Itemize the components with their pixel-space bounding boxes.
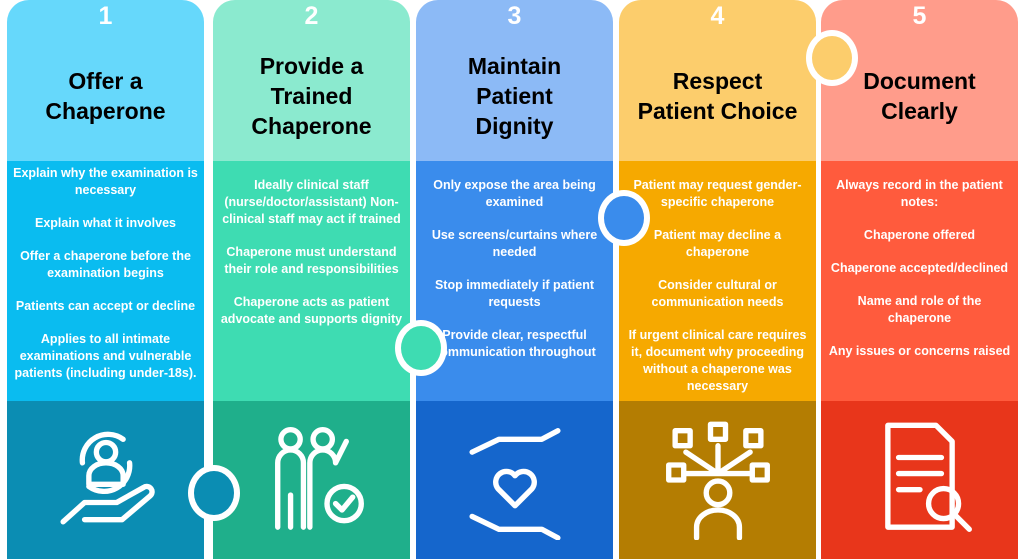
step-icon-panel <box>821 401 1018 559</box>
step-number: 3 <box>507 2 522 30</box>
hand-person-cycle-icon <box>59 431 155 525</box>
two-people-check-icon <box>274 426 364 530</box>
step-column-4: 4 Respect Patient Choice Patient may req… <box>619 0 816 559</box>
step-point: Only expose the area being examined <box>433 178 596 209</box>
step-number: 4 <box>710 2 725 30</box>
step-point: Explain why the examination is necessary <box>13 166 198 197</box>
step-point: Chaperone accepted/declined <box>830 261 1009 275</box>
step-icon-panel <box>7 401 204 559</box>
step-point: Patient may request gender-specific chap… <box>633 178 802 209</box>
step-point: Name and role of the chaperone <box>857 294 982 325</box>
step-point: Use screens/curtains where needed <box>431 228 598 259</box>
hands-heart-icon <box>468 428 561 540</box>
step-point: Offer a chaperone before the examination… <box>20 249 191 280</box>
step-point: If urgent clinical care requires it, doc… <box>628 328 807 393</box>
step-icon-panel <box>619 401 816 559</box>
step-header: 5 Document Clearly <box>821 0 1018 161</box>
puzzle-connector <box>188 465 240 521</box>
step-header: 1 Offer a Chaperone <box>7 0 204 161</box>
step-number: 5 <box>912 2 927 30</box>
document-magnifier-icon <box>884 422 972 532</box>
step-point: Ideally clinical staff (nurse/doctor/ass… <box>222 178 401 226</box>
step-title: Offer a Chaperone <box>45 67 166 124</box>
step-body: Ideally clinical staff (nurse/doctor/ass… <box>213 161 410 401</box>
step-point: Consider cultural or communication needs <box>651 278 784 309</box>
step-point: Chaperone acts as patient advocate and s… <box>220 295 403 326</box>
step-header: 3 Maintain Patient Dignity <box>416 0 613 161</box>
step-icon-panel <box>416 401 613 559</box>
step-point: Chaperone must understand their role and… <box>224 245 399 276</box>
step-icon-panel <box>213 401 410 559</box>
step-point: Always record in the patient notes: <box>836 178 1003 209</box>
step-body: Patient may request gender-specific chap… <box>619 161 816 401</box>
step-point: Chaperone offered <box>863 228 976 242</box>
step-column-2: 2 Provide a Trained Chaperone Ideally cl… <box>213 0 410 559</box>
step-title: Document Clearly <box>863 67 976 124</box>
puzzle-connector <box>598 190 650 246</box>
step-point: Any issues or concerns raised <box>828 344 1011 358</box>
step-title: Provide a Trained Chaperone <box>251 52 372 139</box>
step-column-1: 1 Offer a Chaperone Explain why the exam… <box>7 0 204 559</box>
step-point: Applies to all intimate examinations and… <box>14 332 197 380</box>
puzzle-connector <box>395 320 447 376</box>
step-title: Respect Patient Choice <box>637 67 798 124</box>
step-column-3: 3 Maintain Patient Dignity Only expose t… <box>416 0 613 559</box>
step-point: Patients can accept or decline <box>15 299 196 313</box>
step-point: Patient may decline a chaperone <box>653 228 782 259</box>
step-column-5: 5 Document Clearly Always record in the … <box>821 0 1018 559</box>
step-body: Explain why the examination is necessary… <box>7 161 204 401</box>
step-point: Explain what it involves <box>34 216 176 230</box>
step-point: Stop immediately if patient requests <box>434 278 595 309</box>
step-number: 2 <box>304 2 319 30</box>
step-body: Always record in the patient notes: Chape… <box>821 161 1018 401</box>
step-point: Provide clear, respectful communication … <box>433 328 596 359</box>
step-header: 2 Provide a Trained Chaperone <box>213 0 410 161</box>
puzzle-connector <box>806 30 858 86</box>
person-choices-icon <box>665 421 770 540</box>
step-number: 1 <box>98 2 113 30</box>
step-title: Maintain Patient Dignity <box>467 52 562 139</box>
step-header: 4 Respect Patient Choice <box>619 0 816 161</box>
